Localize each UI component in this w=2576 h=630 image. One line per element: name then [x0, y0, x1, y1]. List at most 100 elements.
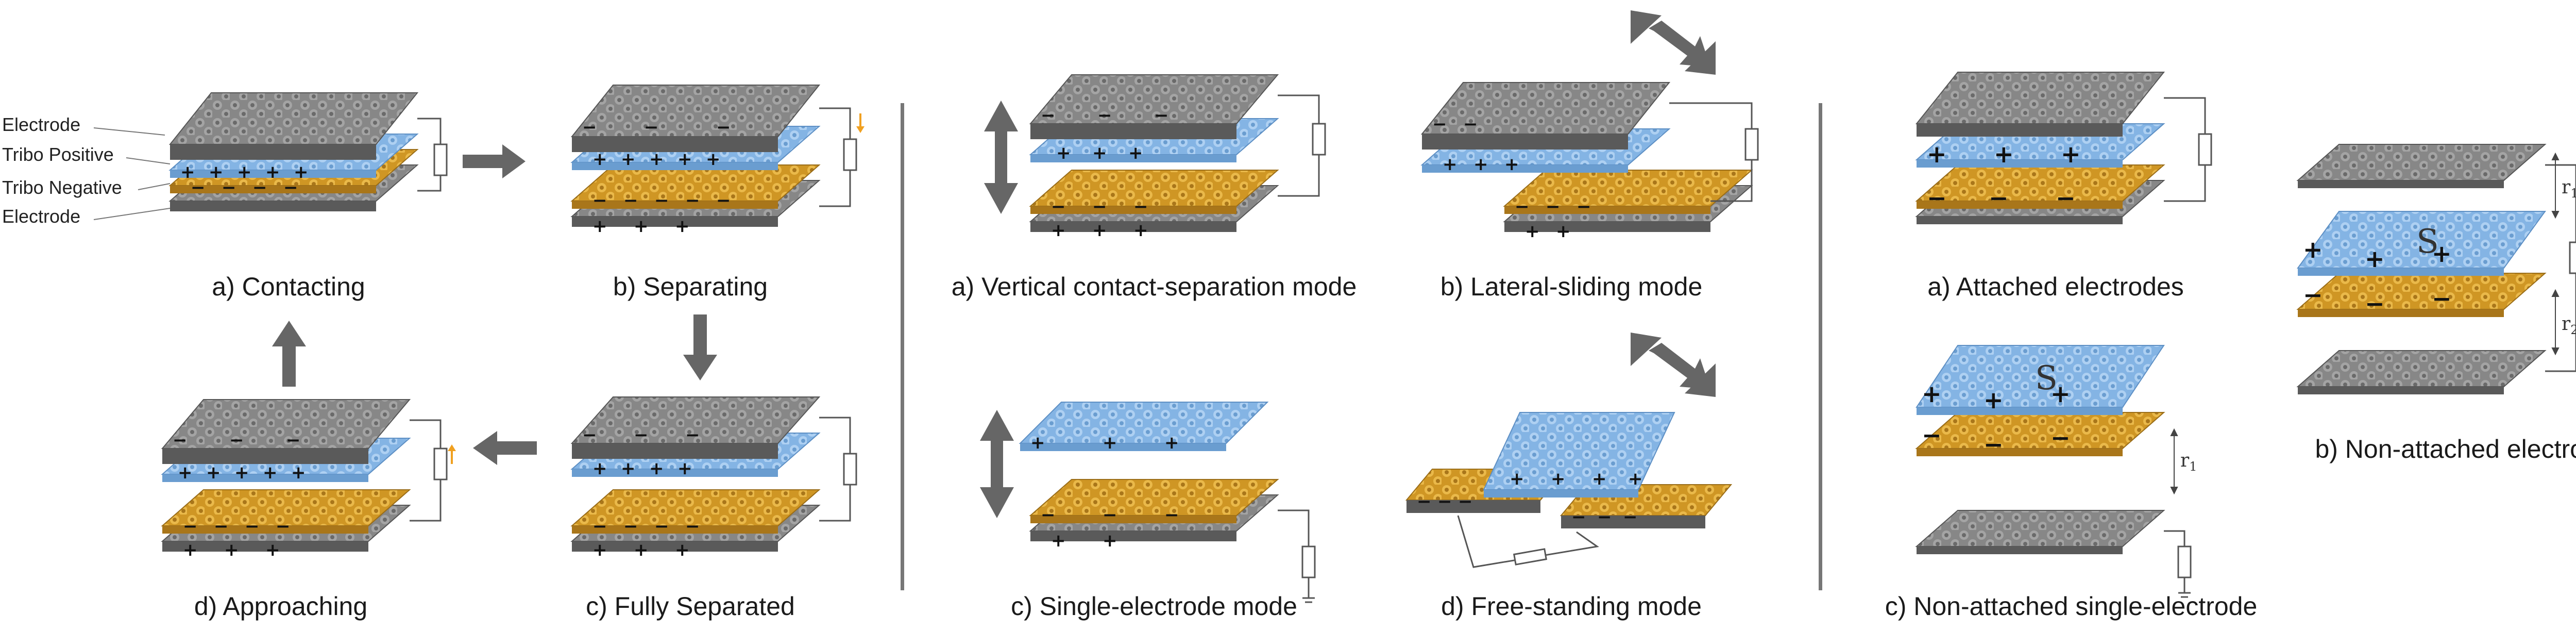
layer-label-tribo-positive: Tribo Positive — [2, 144, 114, 165]
svg-text:−: − — [1515, 196, 1530, 217]
svg-text:−: − — [634, 425, 649, 445]
panel-non-attached-electrodes: + + + − − − S r1 r2 — [2296, 144, 2576, 394]
svg-text:+: + — [2061, 140, 2081, 168]
svg-text:−: − — [623, 516, 638, 537]
svg-text:+: + — [206, 462, 221, 483]
svg-text:+: + — [1051, 530, 1066, 551]
svg-text:+: + — [1092, 220, 1107, 241]
panel-lateral-mode: −− +++ −−− ++ — [1420, 82, 1759, 242]
svg-text:−: − — [183, 516, 198, 537]
svg-text:+: + — [1525, 221, 1540, 242]
cycle-section: ++ ++ + −− −− Electrode Tribo Positive T… — [2, 85, 865, 621]
svg-text:−: − — [654, 190, 669, 211]
svg-text:+: + — [649, 149, 664, 170]
svg-text:+: + — [592, 540, 607, 560]
svg-text:+: + — [592, 216, 607, 237]
svg-text:+: + — [1628, 469, 1643, 489]
svg-text:+: + — [291, 462, 306, 483]
svg-text:+: + — [183, 540, 198, 560]
surface-label-s: S — [2416, 223, 2439, 261]
svg-text:−: − — [1103, 505, 1117, 525]
svg-text:−: − — [214, 516, 229, 537]
svg-text:−: − — [1417, 491, 1432, 512]
svg-text:−: − — [1927, 184, 1947, 212]
svg-text:−: − — [2050, 424, 2071, 452]
svg-text:+: + — [1103, 530, 1117, 551]
load-circuit — [417, 118, 448, 192]
svg-text:−: − — [685, 190, 700, 211]
layer-labels: Electrode Tribo Positive Tribo Negative … — [2, 114, 171, 227]
svg-text:−: − — [1041, 105, 1056, 126]
arrow-b-to-c — [683, 314, 717, 380]
stack-contacting — [168, 92, 419, 211]
svg-text:−: − — [623, 190, 638, 211]
caption-attached-electrodes: a) Attached electrodes — [1927, 272, 2184, 301]
svg-text:+: + — [1510, 469, 1524, 489]
caption-separating: b) Separating — [613, 272, 768, 301]
svg-text:+: + — [706, 149, 721, 170]
svg-text:+: + — [294, 162, 309, 183]
svg-text:+: + — [1443, 154, 1458, 175]
panel-approaching: −−− +++++ −−−− +++ — [161, 399, 456, 560]
panel-fully-separated: −−− ++++ −−−− +++ — [570, 396, 857, 560]
svg-text:+: + — [1051, 220, 1066, 241]
svg-text:+: + — [1994, 140, 2014, 168]
svg-text:+: + — [592, 149, 607, 170]
svg-text:−: − — [173, 430, 188, 451]
svg-text:−: − — [592, 516, 607, 537]
svg-text:+: + — [649, 458, 664, 479]
svg-text:−: − — [1463, 114, 1478, 135]
load-circuit-d — [410, 419, 448, 522]
svg-text:+: + — [237, 162, 252, 183]
svg-text:+: + — [2365, 245, 2385, 273]
svg-text:−: − — [685, 425, 700, 445]
svg-text:−: − — [1154, 105, 1169, 126]
svg-text:−: − — [276, 516, 291, 537]
caption-free-standing-mode: d) Free-standing mode — [1441, 592, 1702, 621]
load-circuit-c — [819, 417, 857, 522]
svg-text:−: − — [2432, 285, 2452, 312]
svg-text:+: + — [1103, 433, 1117, 453]
svg-text:+: + — [634, 216, 649, 237]
svg-text:−: − — [2303, 281, 2323, 309]
double-arrow-lateral — [1631, 10, 1716, 75]
svg-text:−: − — [1041, 505, 1056, 525]
arrow-a-to-b — [463, 144, 526, 178]
svg-text:−: − — [582, 117, 597, 138]
arrow-d-to-a — [272, 321, 306, 387]
layer-label-electrode-bottom: Electrode — [2, 206, 80, 227]
svg-text:−: − — [1133, 196, 1148, 217]
svg-text:+: + — [675, 540, 690, 560]
svg-text:+: + — [178, 462, 193, 483]
caption-contacting: a) Contacting — [212, 272, 365, 301]
svg-text:+: + — [1504, 154, 1519, 175]
caption-fully-separated: c) Fully Separated — [586, 592, 795, 621]
svg-text:+: + — [265, 540, 280, 560]
distance-label-r1-single: r1 — [2180, 450, 2197, 474]
svg-text:−: − — [252, 177, 267, 198]
distance-label-r1: r1 — [2562, 177, 2576, 201]
svg-text:+: + — [592, 458, 607, 479]
svg-text:−: − — [1984, 430, 2004, 458]
svg-text:−: − — [685, 516, 700, 537]
caption-single-electrode-mode: c) Single-electrode mode — [1011, 592, 1297, 621]
svg-text:+: + — [1030, 433, 1045, 453]
double-arrow-single-electrode — [980, 410, 1014, 518]
svg-text:+: + — [675, 216, 690, 237]
svg-text:+: + — [677, 149, 692, 170]
svg-text:−: − — [644, 117, 659, 138]
svg-text:+: + — [1556, 221, 1571, 242]
panel-attached-electrodes: + + + − − − — [1915, 72, 2212, 224]
svg-text:−: − — [286, 430, 301, 451]
modes-section: −−− +++ −−− +++ a) Vertical contact-sepa… — [952, 10, 1759, 621]
svg-text:−: − — [1546, 196, 1561, 217]
svg-text:−: − — [229, 430, 244, 451]
svg-text:+: + — [2432, 240, 2452, 268]
svg-text:+: + — [1592, 469, 1607, 489]
svg-text:+: + — [1473, 154, 1488, 175]
svg-text:+: + — [1551, 469, 1566, 489]
svg-text:−: − — [1164, 505, 1179, 525]
svg-text:−: − — [1577, 196, 1591, 217]
svg-text:−: − — [1051, 196, 1066, 217]
